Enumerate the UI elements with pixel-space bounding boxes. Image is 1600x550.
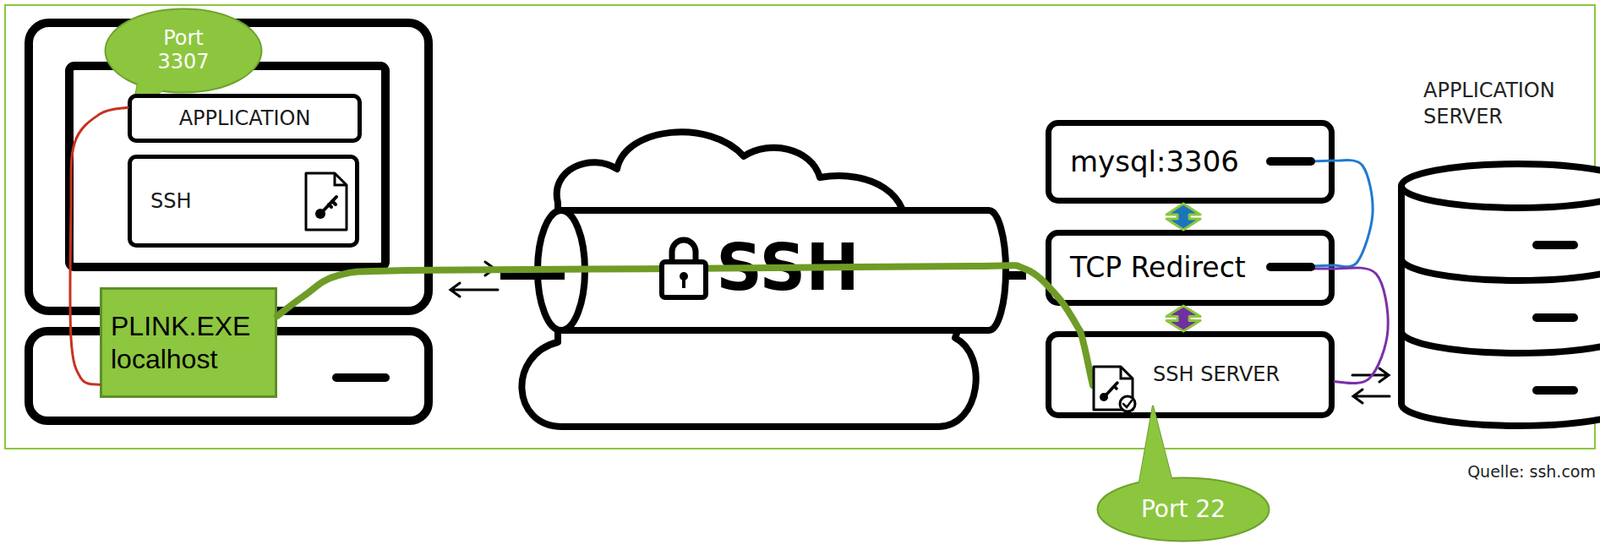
port-callout-text: Port 3307: [141, 27, 226, 74]
database-cylinder: [1392, 77, 1600, 442]
tunnel-line: [277, 265, 1081, 332]
cylinder-top: [1401, 163, 1600, 208]
text-block: APPLICATION: [131, 98, 358, 139]
file-outline: [305, 173, 347, 230]
key-blade: [322, 196, 337, 212]
database-server-text: APPLICATION SERVER: [1423, 77, 1600, 131]
server-module-text: TCP Redirect: [1070, 252, 1246, 284]
arrow-left: [450, 283, 498, 297]
key-blade: [1106, 382, 1118, 395]
lock-body: [661, 262, 706, 298]
port-callout: Port 22: [1096, 476, 1271, 543]
red-link: [70, 107, 128, 385]
ssh-tunnel: SSH: [535, 207, 1006, 334]
file-outline: [1093, 366, 1133, 410]
callout-tail: [1138, 405, 1173, 487]
double-arrow: [1166, 305, 1201, 332]
monitor-screen: [69, 65, 386, 268]
lock-shackle: [671, 240, 696, 264]
text-block: PLINK.EXE localhost: [102, 289, 275, 396]
disk-slot: [1536, 386, 1574, 395]
server-slot: [1270, 262, 1311, 272]
application-box: APPLICATION: [127, 93, 362, 143]
keyhole: [682, 278, 686, 289]
source-note: Quelle: ssh.com: [1386, 462, 1596, 481]
application-box-text: APPLICATION: [179, 107, 312, 130]
text-block: Port 22: [1096, 476, 1271, 543]
server-module: TCP Redirect: [1045, 229, 1335, 306]
tunnel-rod: [535, 271, 565, 280]
arrow-right: [448, 262, 495, 276]
plink-box-text: PLINK.EXE localhost: [110, 310, 268, 376]
arrow-left: [1353, 389, 1390, 404]
check-mark: [1123, 400, 1132, 408]
text-block: APPLICATION SERVER: [1392, 77, 1600, 442]
ssh-client-box-text: SSH: [150, 190, 192, 213]
tunnel-mouth: [537, 210, 585, 331]
callout-bubble: [1097, 478, 1270, 542]
server-module-text: SSH SERVER: [1152, 363, 1280, 386]
outer-frame: [5, 5, 1595, 449]
callout-tail: [1138, 405, 1173, 487]
tunnel-line-end: [1080, 331, 1093, 386]
disk-slot: [1536, 313, 1574, 323]
tunnel-body: [561, 210, 1006, 331]
drive-slot: [336, 373, 386, 383]
server-module: mysql:3306: [1045, 120, 1335, 204]
file-fold: [334, 173, 347, 186]
server-module: SSH SERVER: [1045, 331, 1335, 419]
disk-slot: [1536, 240, 1574, 250]
text-block: TCP Redirect: [1051, 235, 1329, 301]
key-bow: [1099, 393, 1109, 402]
cylinder-band: [1401, 258, 1600, 281]
cylinder-band: [1401, 331, 1600, 354]
keyhole: [679, 272, 689, 281]
double-arrow: [1166, 203, 1201, 230]
wire-stub: [1310, 160, 1335, 162]
text-block: SSH SERVER: [1051, 337, 1329, 413]
text-block: Port 3307: [103, 7, 263, 94]
blue-link: [1334, 160, 1373, 268]
port-callout-text: Port 22: [1141, 496, 1226, 524]
server-slot: [1270, 157, 1311, 166]
plink-box: PLINK.EXE localhost: [99, 287, 278, 399]
lock-icon: [661, 240, 706, 298]
wire-stub: [1310, 267, 1335, 271]
port-callout: Port 3307: [103, 7, 263, 94]
ssh-tunnel-text: SSH: [715, 235, 860, 301]
check-badge: [1119, 396, 1136, 412]
text-block: SSH: [535, 207, 1006, 334]
text-block: mysql:3306: [1051, 125, 1329, 198]
certificate-icon: [1093, 366, 1136, 412]
arrow-right: [1352, 368, 1389, 383]
purple-link: [1334, 267, 1388, 384]
database-server: APPLICATION SERVER: [1392, 77, 1600, 442]
wire-stub: [1310, 265, 1335, 267]
key-bow: [315, 208, 326, 219]
ssh-client-box: SSH: [127, 154, 360, 248]
server-module-text: mysql:3306: [1070, 146, 1240, 178]
key-file-icon: [305, 173, 347, 230]
callout-bubble: [105, 9, 263, 93]
cylinder-side: [1401, 185, 1600, 426]
text-block: SSH: [131, 158, 355, 244]
file-fold: [1120, 366, 1133, 379]
